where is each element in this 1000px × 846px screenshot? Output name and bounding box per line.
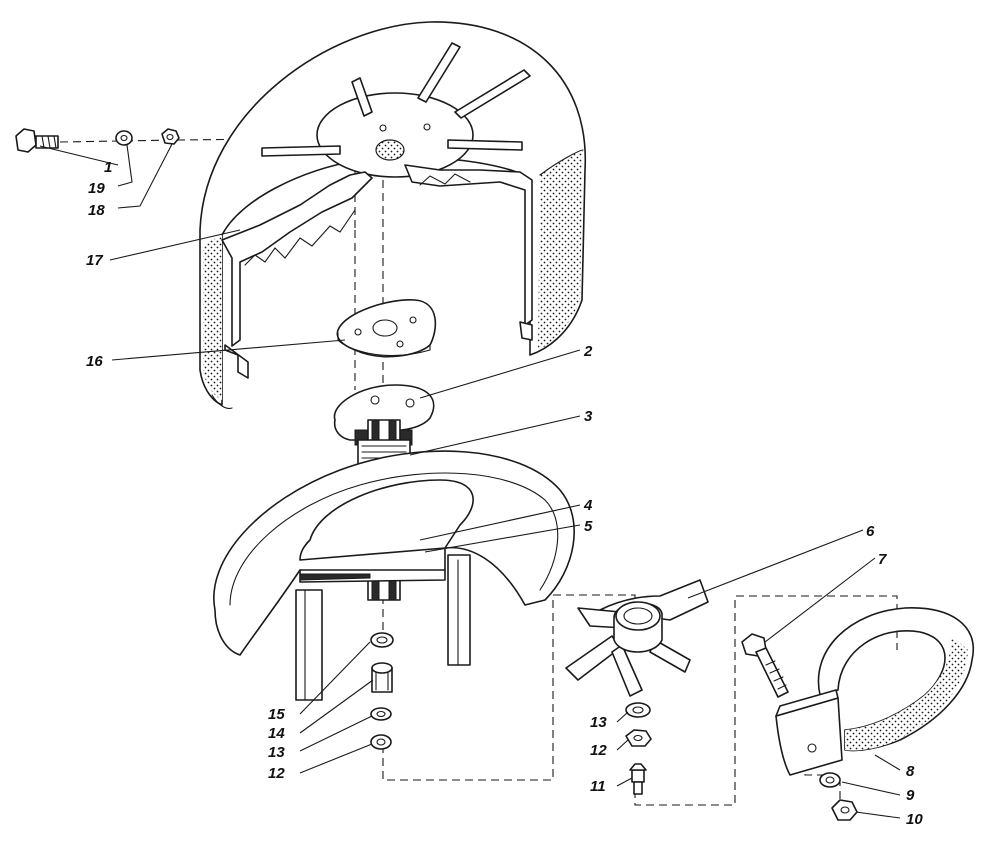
callout-15: 15 xyxy=(268,706,285,723)
callout-4: 4 xyxy=(583,497,593,514)
leader-lines xyxy=(39,143,901,819)
bushing-14 xyxy=(371,662,393,693)
washer-15 xyxy=(370,632,394,648)
callout-14: 14 xyxy=(268,725,285,742)
nut-10 xyxy=(831,799,858,821)
nut-18 xyxy=(161,128,180,145)
callout-2: 2 xyxy=(583,343,593,360)
callout-3: 3 xyxy=(584,408,593,425)
callout-12a: 12 xyxy=(268,765,285,782)
bolt-7 xyxy=(741,633,789,698)
washer-13-left xyxy=(370,707,392,721)
callout-labels: 1 19 18 17 16 2 3 4 5 6 7 15 14 13 12 13… xyxy=(86,159,923,828)
callout-7: 7 xyxy=(878,551,887,568)
callout-10: 10 xyxy=(906,811,923,828)
callout-13a: 13 xyxy=(268,744,285,761)
fan-6 xyxy=(565,579,709,697)
washer-19 xyxy=(115,130,133,146)
washer-13-right xyxy=(625,702,651,718)
callout-17: 17 xyxy=(86,252,103,269)
callout-8: 8 xyxy=(906,763,915,780)
callout-16: 16 xyxy=(86,353,103,370)
callout-5: 5 xyxy=(584,518,593,535)
bolt-1 xyxy=(15,128,59,153)
clamp-8 xyxy=(775,607,975,776)
callout-6: 6 xyxy=(866,523,875,540)
callout-11: 11 xyxy=(590,778,606,795)
fitting-11 xyxy=(629,763,647,795)
callout-13b: 13 xyxy=(590,714,607,731)
shroud-3 xyxy=(213,450,575,701)
callout-12b: 12 xyxy=(590,742,607,759)
callout-9: 9 xyxy=(906,787,915,804)
nut-12-right xyxy=(625,729,652,747)
shroud-cover xyxy=(199,21,587,409)
washer-9 xyxy=(819,772,841,788)
callout-1: 1 xyxy=(104,159,112,176)
nut-12-left xyxy=(370,734,392,750)
callout-19: 19 xyxy=(88,180,105,197)
plate-16 xyxy=(336,299,437,358)
callout-18: 18 xyxy=(88,202,105,219)
